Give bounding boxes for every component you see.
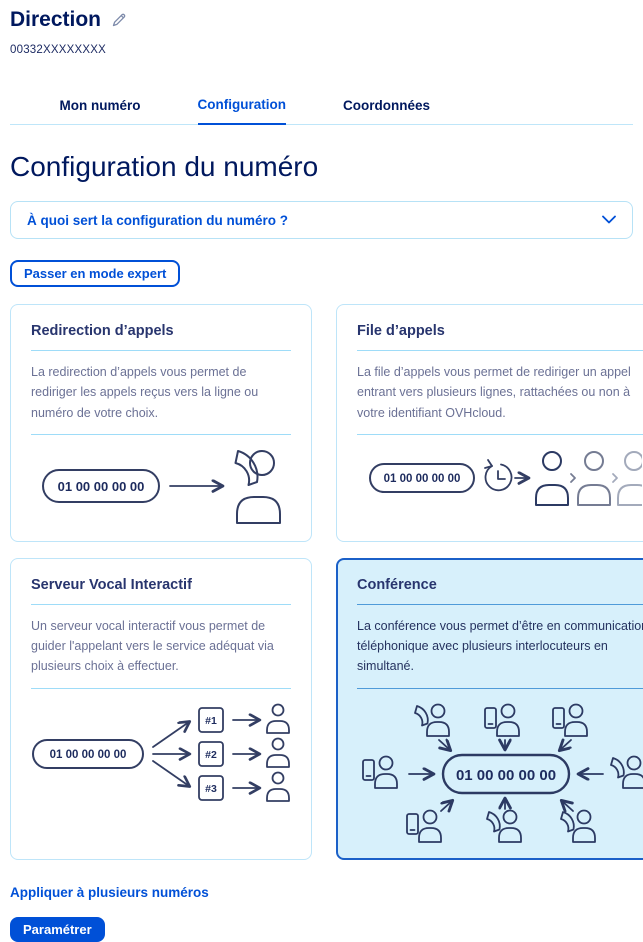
configuration-cards: Redirection d’appels La redirection d’ap… — [10, 304, 643, 860]
card-description: La conférence vous permet d’être en comm… — [357, 618, 643, 674]
tab-configuration[interactable]: Configuration — [197, 89, 286, 125]
card-file-appels[interactable]: File d’appels La file d’appels vous perm… — [336, 304, 643, 542]
service-id: 00332XXXXXXXX — [10, 44, 106, 56]
divider — [31, 687, 291, 689]
divider — [357, 687, 643, 689]
tab-coordonnees[interactable]: Coordonnées — [343, 89, 430, 124]
phone-number-pill: 01 00 00 00 00 — [58, 479, 145, 494]
card-title: Redirection d’appels — [31, 323, 174, 339]
divider — [357, 433, 643, 435]
card-title: File d’appels — [357, 323, 445, 339]
chevron-down-icon — [602, 211, 616, 229]
pencil-icon — [111, 13, 127, 31]
help-accordion-label: À quoi sert la configuration du numéro ? — [27, 212, 289, 228]
card-serveur-vocal-interactif[interactable]: Serveur Vocal Interactif Un serveur voca… — [10, 557, 312, 860]
divider — [357, 350, 643, 351]
conference-illustration: 01 00 00 00 00 — [357, 703, 643, 843]
card-conference[interactable]: Conférence La conférence vous permet d’ê… — [336, 557, 643, 860]
card-description: Un serveur vocal interactif vous permet … — [31, 618, 274, 674]
file-appels-illustration: 01 00 00 00 00 — [357, 449, 643, 507]
tab-bar: Mon numéro Configuration Coordonnées — [10, 89, 633, 125]
card-description: La file d’appels vous permet de redirige… — [357, 365, 631, 420]
svi-option: #3 — [205, 783, 217, 795]
phone-number-pill: 01 00 00 00 00 — [50, 749, 127, 761]
card-title: Serveur Vocal Interactif — [31, 576, 192, 593]
expert-mode-button[interactable]: Passer en mode expert — [10, 260, 181, 287]
help-accordion[interactable]: À quoi sert la configuration du numéro ? — [10, 201, 633, 239]
svi-illustration: 01 00 00 00 00 #1 #2 #3 — [31, 703, 291, 805]
edit-name-button[interactable] — [111, 12, 127, 28]
redirection-illustration: 01 00 00 00 00 — [31, 449, 291, 525]
phone-number-pill: 01 00 00 00 00 — [456, 767, 556, 784]
divider — [357, 603, 643, 605]
apply-to-multiple-numbers-link[interactable]: Appliquer à plusieurs numéros — [10, 884, 209, 900]
card-description: La redirection d’appels vous permet de r… — [31, 365, 259, 420]
svi-option: #1 — [205, 715, 217, 727]
divider — [31, 350, 291, 351]
divider — [31, 603, 291, 605]
header: Direction — [10, 8, 633, 32]
card-redirection-appels[interactable]: Redirection d’appels La redirection d’ap… — [10, 304, 312, 542]
svi-option: #2 — [205, 749, 217, 761]
page-title: Direction — [10, 8, 102, 31]
phone-number-pill: 01 00 00 00 00 — [384, 473, 461, 485]
divider — [31, 433, 291, 435]
card-title: Conférence — [357, 576, 437, 593]
section-heading: Configuration du numéro — [10, 151, 319, 182]
configure-button[interactable]: Paramétrer — [10, 916, 105, 942]
tab-mon-numero[interactable]: Mon numéro — [60, 89, 141, 124]
